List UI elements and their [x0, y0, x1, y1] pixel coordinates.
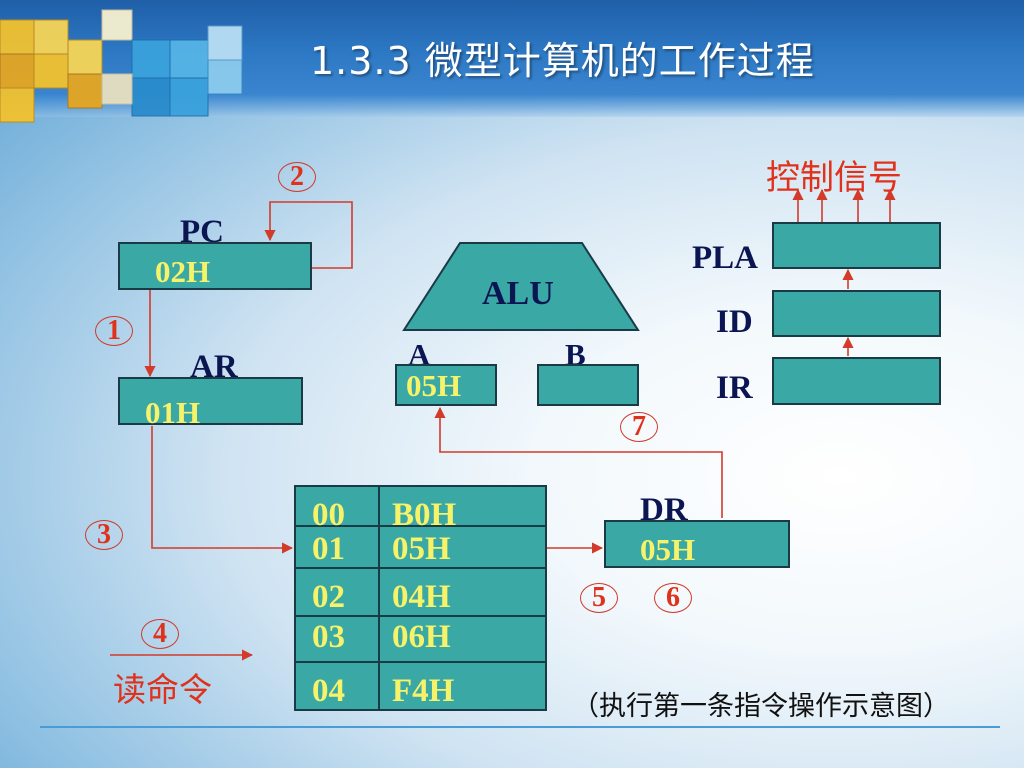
- step-5-marker: 5: [580, 583, 618, 613]
- memory-row-divider: [296, 567, 545, 569]
- step-3-marker: 3: [85, 520, 123, 550]
- memory-row-divider: [296, 661, 545, 663]
- step-6-marker: 6: [654, 583, 692, 613]
- ar-register: [118, 377, 303, 425]
- pla-block: [772, 222, 941, 269]
- dr-value: 05H: [640, 532, 696, 567]
- alu-a-register: [395, 364, 497, 406]
- step-4-marker: 4: [141, 619, 179, 649]
- memory-column-divider: [378, 487, 380, 709]
- footer-divider: [40, 726, 1000, 728]
- memory-row-divider: [296, 615, 545, 617]
- memory-address: 03: [312, 619, 345, 655]
- pla-label: PLA: [692, 240, 758, 276]
- alu-label: ALU: [482, 275, 554, 312]
- step-2-marker: 2: [278, 162, 316, 192]
- step-1-marker: 1: [95, 316, 133, 346]
- id-label: ID: [716, 304, 753, 340]
- title-band: [0, 95, 1024, 117]
- step-7-marker: 7: [620, 412, 658, 442]
- memory-address: 00: [312, 497, 345, 533]
- memory-row-divider: [296, 525, 545, 527]
- id-block: [772, 290, 941, 337]
- alu-a-value: 05H: [406, 368, 462, 403]
- decorative-cubes: [0, 9, 243, 123]
- ir-block: [772, 357, 941, 405]
- dr-register: [604, 520, 790, 568]
- ir-label: IR: [716, 370, 753, 406]
- memory-address: 01: [312, 531, 345, 567]
- read-command-label: 读命令: [113, 670, 212, 709]
- memory-value: B0H: [392, 497, 457, 533]
- pc-register: [118, 242, 312, 290]
- pc-value: 02H: [155, 254, 211, 289]
- alu-b-register: [537, 364, 639, 406]
- memory-value: 05H: [392, 531, 451, 567]
- memory-value: 04H: [392, 579, 451, 615]
- alu-b-label: B: [565, 337, 586, 372]
- slide-title: 1.3.3 微型计算机的工作过程: [310, 39, 815, 83]
- memory-value: F4H: [392, 673, 455, 709]
- control-signal-label: 控制信号: [766, 158, 902, 198]
- alu-a-label: A: [408, 337, 431, 372]
- memory-address: 04: [312, 673, 345, 709]
- ar-value: 01H: [145, 395, 201, 430]
- memory-table: 00 B0H 01 05H 02 04H 03 06H 04 F4H: [294, 485, 547, 711]
- memory-address: 02: [312, 579, 345, 615]
- memory-value: 06H: [392, 619, 451, 655]
- alu-shape: [402, 242, 640, 331]
- diagram-caption: （执行第一条指令操作示意图）: [572, 691, 950, 722]
